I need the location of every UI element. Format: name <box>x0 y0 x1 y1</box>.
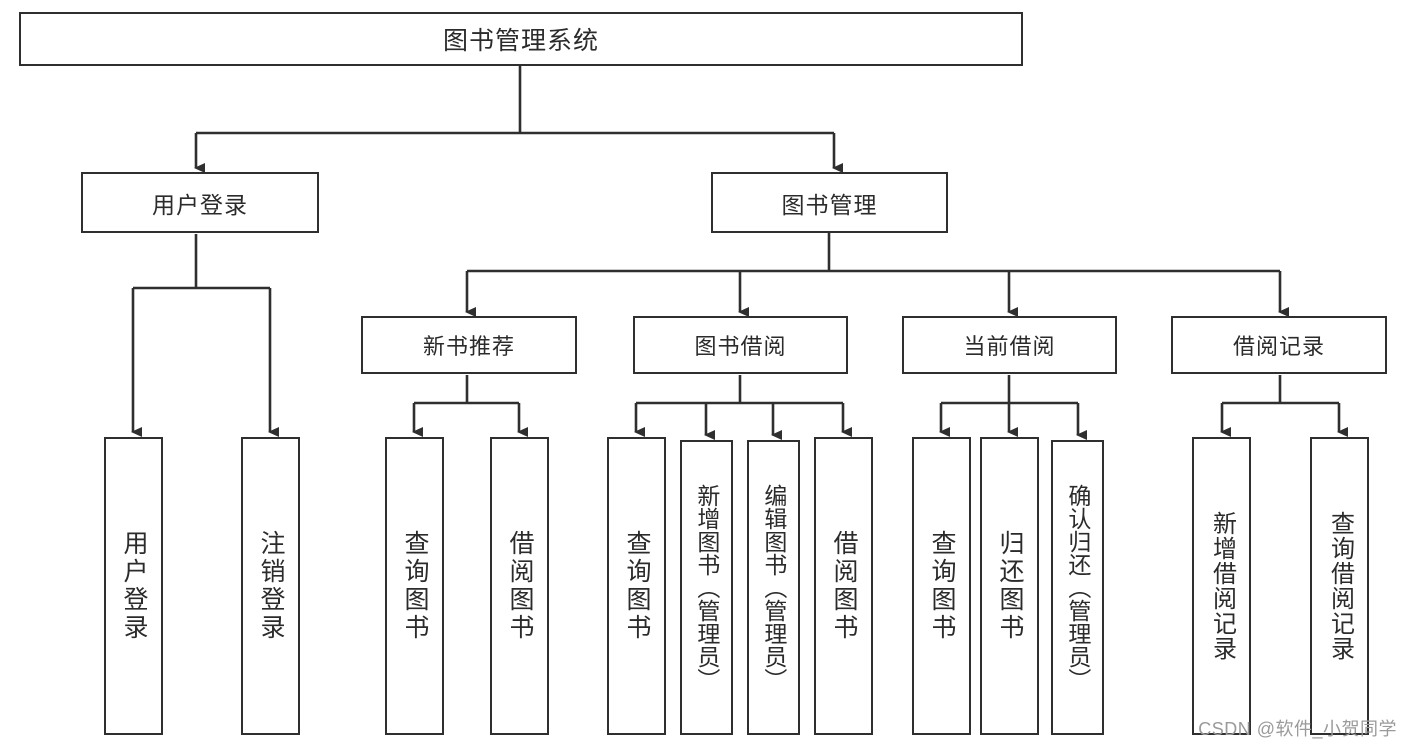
leaf-borrow-query-book[interactable]: 查询图书 <box>607 437 666 735</box>
node-new-book-recommend-label: 新书推荐 <box>422 334 515 359</box>
leaf-label: 新增借阅记录 <box>1208 511 1236 661</box>
node-user-login-label: 用户登录 <box>152 191 248 218</box>
leaf-current-query-book[interactable]: 查询图书 <box>912 437 971 735</box>
node-current-borrow[interactable]: 当前借阅 <box>902 316 1117 374</box>
node-book-borrow-label: 图书借阅 <box>694 334 787 359</box>
leaf-new-book-query[interactable]: 查询图书 <box>385 437 444 735</box>
node-new-book-recommend[interactable]: 新书推荐 <box>361 316 577 374</box>
leaf-borrow-add-book-admin[interactable]: 新增图书（管理员） <box>680 440 733 735</box>
node-user-login[interactable]: 用户登录 <box>81 172 319 233</box>
node-borrow-records-label: 借阅记录 <box>1232 334 1325 359</box>
leaf-label: 借阅图书 <box>506 530 534 642</box>
leaf-current-confirm-return-admin[interactable]: 确认归还（管理员） <box>1051 440 1104 735</box>
node-root-book-management-system[interactable]: 图书管理系统 <box>19 12 1023 66</box>
node-borrow-records[interactable]: 借阅记录 <box>1171 316 1387 374</box>
leaf-label: 归还图书 <box>996 530 1024 642</box>
leaf-borrow-edit-book-admin[interactable]: 编辑图书（管理员） <box>747 440 800 735</box>
leaf-label: 查询借阅记录 <box>1326 511 1354 661</box>
leaf-current-return-book[interactable]: 归还图书 <box>980 437 1039 735</box>
node-book-borrow[interactable]: 图书借阅 <box>633 316 848 374</box>
leaf-label: 编辑图书（管理员） <box>760 484 787 691</box>
leaf-label: 用户登录 <box>120 530 148 642</box>
node-root-label: 图书管理系统 <box>442 27 599 55</box>
leaf-user-login-logout[interactable]: 注销登录 <box>241 437 300 735</box>
leaf-records-query-record[interactable]: 查询借阅记录 <box>1310 437 1369 735</box>
leaf-label: 查询图书 <box>928 530 956 642</box>
leaf-new-book-borrow[interactable]: 借阅图书 <box>490 437 549 735</box>
leaf-records-add-record[interactable]: 新增借阅记录 <box>1192 437 1251 735</box>
leaf-label: 确认归还（管理员） <box>1064 484 1091 691</box>
leaf-label: 查询图书 <box>623 530 651 642</box>
node-current-borrow-label: 当前借阅 <box>963 334 1056 359</box>
leaf-label: 借阅图书 <box>830 530 858 642</box>
leaf-label: 查询图书 <box>401 530 429 642</box>
leaf-label: 注销登录 <box>257 530 285 642</box>
node-book-management-label: 图书管理 <box>781 191 878 218</box>
leaf-borrow-borrow-book[interactable]: 借阅图书 <box>814 437 873 735</box>
leaf-user-login-login[interactable]: 用户登录 <box>104 437 163 735</box>
leaf-label: 新增图书（管理员） <box>693 484 720 691</box>
node-book-management[interactable]: 图书管理 <box>711 172 948 233</box>
